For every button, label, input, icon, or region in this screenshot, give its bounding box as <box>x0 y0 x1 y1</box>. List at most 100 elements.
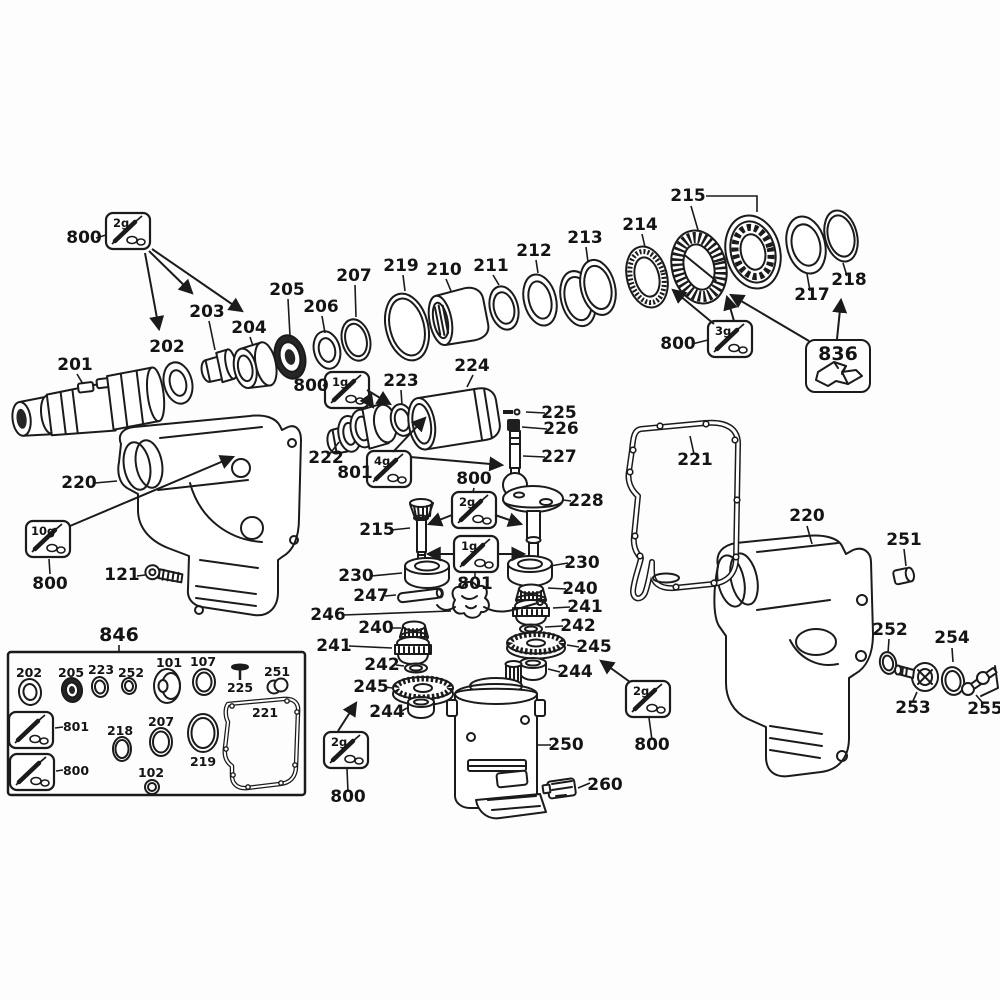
part-label-215-top: 215 <box>670 186 706 206</box>
part-240-gear-right <box>515 583 547 606</box>
part-label-223: 223 <box>383 371 419 391</box>
part-228-crank-gear <box>502 485 564 565</box>
part-label-800-3g: 800 <box>660 334 696 354</box>
kit-846-label-207: 207 <box>148 714 174 729</box>
part-label-244-right: 244 <box>557 662 593 682</box>
part-label-220-right: 220 <box>789 506 825 526</box>
part-206-washer <box>312 330 342 370</box>
kit-846-label-252: 252 <box>118 665 144 680</box>
arrow-grease-220 <box>69 455 236 527</box>
part-label-204: 204 <box>231 318 267 338</box>
part-250-motor <box>446 660 547 820</box>
part-label-244-left: 244 <box>369 702 405 722</box>
part-label-242-right: 242 <box>560 616 596 636</box>
part-label-800-topleft: 800 <box>66 228 102 248</box>
part-label-218: 218 <box>831 270 867 290</box>
part-242-washer-left <box>404 662 428 674</box>
part-label-203: 203 <box>189 302 225 322</box>
part-label-241-left: 241 <box>316 636 352 656</box>
grease-label-2g-mid: 2g <box>459 495 475 509</box>
part-label-201: 201 <box>57 355 93 375</box>
part-label-225: 225 <box>541 403 577 423</box>
part-244-bearing-right <box>519 657 547 681</box>
part-219-oring <box>384 292 430 362</box>
part-label-240-left: 240 <box>358 618 394 638</box>
part-215-clutch-ring <box>670 229 728 305</box>
arrow-grease-shaft-upper <box>426 512 453 527</box>
part-label-800-mid: 800 <box>456 469 492 489</box>
arrow-grease-215a <box>671 288 715 325</box>
part-label-245-left: 245 <box>353 677 389 697</box>
grease-label-2g-bottomleft: 2g <box>331 735 347 749</box>
part-label-215-mid: 215 <box>359 520 395 540</box>
part-205-seal <box>273 334 307 380</box>
kit-846-gasket-221 <box>222 696 301 791</box>
kit-846-label-251: 251 <box>264 664 290 679</box>
part-label-205: 205 <box>269 280 305 300</box>
part-label-222: 222 <box>308 448 344 468</box>
part-label-241-right: 241 <box>567 597 603 617</box>
part-label-252: 252 <box>872 620 908 640</box>
grease-label-2g-top: 2g <box>113 216 129 230</box>
part-202-ring <box>162 361 194 405</box>
grease-label-2g-right: 2g <box>633 684 649 698</box>
kit-846-label-102: 102 <box>138 765 164 780</box>
arrow-grease-224 <box>392 416 427 453</box>
kit-box-836 <box>805 339 871 393</box>
kit-846-seal-205 <box>60 677 84 703</box>
arrow-grease-202 <box>144 252 165 332</box>
kit-846-ring-251 <box>266 677 289 695</box>
part-label-217: 217 <box>794 285 830 305</box>
kit-label-846: 846 <box>99 624 139 646</box>
part-254-oring <box>940 666 966 696</box>
part-201-cylinder <box>11 366 166 437</box>
kit-846-grease-800 <box>10 754 54 790</box>
kit-846-grease-801 <box>9 712 53 748</box>
arrow-grease-215b <box>723 294 738 322</box>
grease-label-10g: 10g <box>31 524 55 538</box>
kit-846-ring-252 <box>120 677 138 695</box>
part-label-801-4g: 801 <box>337 463 373 483</box>
leader-lines <box>48 195 983 793</box>
part-252-oring <box>878 651 898 675</box>
kit-box-846 <box>6 650 307 797</box>
part-241-clutch-right <box>512 599 550 626</box>
arrow-kit-836-b <box>832 297 848 340</box>
grease-label-4g: 4g <box>374 454 390 468</box>
part-247-pin <box>397 587 444 604</box>
kit-846-disc-101 <box>153 668 181 704</box>
kit-846-label-800: 800 <box>63 763 89 778</box>
kit-846-oring-207 <box>149 727 173 757</box>
part-label-121: 121 <box>104 565 140 585</box>
part-260-connector <box>541 777 577 800</box>
kit-846-oring-218 <box>112 736 132 762</box>
part-207-oring <box>340 318 372 362</box>
part-label-245-right: 245 <box>576 637 612 657</box>
part-label-224: 224 <box>454 356 490 376</box>
part-label-214: 214 <box>622 215 658 235</box>
part-251-cap <box>892 566 916 586</box>
part-label-220-left: 220 <box>61 473 97 493</box>
arrow-grease-245-right <box>599 659 631 683</box>
part-label-206: 206 <box>303 297 339 317</box>
part-230-bearing-right <box>507 555 553 587</box>
kit-846-ring-202 <box>17 678 43 706</box>
part-label-246: 246 <box>310 605 346 625</box>
kit-846-label-221: 221 <box>252 705 278 720</box>
kit-846-label-107: 107 <box>190 654 216 669</box>
part-label-250: 250 <box>548 735 584 755</box>
part-label-800-right: 800 <box>634 735 670 755</box>
arrow-grease-203 <box>148 250 194 295</box>
kit-846-label-225: 225 <box>227 680 253 695</box>
part-label-219: 219 <box>383 256 419 276</box>
arrow-grease-222 <box>359 392 375 409</box>
part-label-213: 213 <box>567 228 603 248</box>
part-label-227: 227 <box>541 447 577 467</box>
grease-label-3g: 3g <box>715 324 731 338</box>
part-label-242-left: 242 <box>364 655 400 675</box>
part-label-260: 260 <box>587 775 623 795</box>
part-241-clutch-left <box>394 636 432 665</box>
grease-label-1g: 1g <box>332 375 348 389</box>
